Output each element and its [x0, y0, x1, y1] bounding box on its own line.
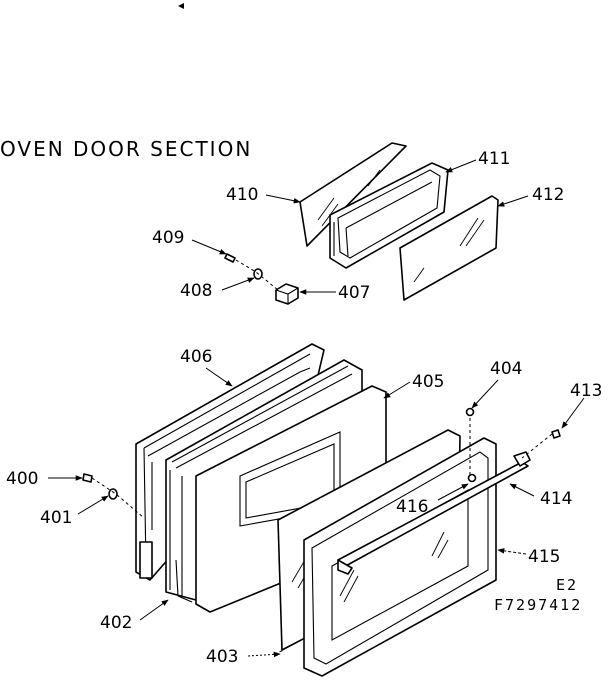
leader-401 — [77, 495, 109, 515]
label-408: 408 — [180, 281, 212, 301]
page-code: E2 — [556, 576, 578, 594]
leader-414 — [509, 483, 535, 497]
label-415: 415 — [528, 547, 560, 567]
leader-409 — [191, 239, 227, 255]
assembly-line-413 — [521, 433, 553, 459]
leader-408 — [221, 277, 255, 291]
section-title: OVEN DOOR SECTION — [0, 137, 252, 161]
leader-404 — [471, 379, 499, 409]
part-414-handle — [337, 451, 531, 575]
leader-415 — [497, 548, 527, 555]
label-411: 411 — [478, 149, 510, 169]
stray-mark — [178, 3, 184, 9]
leader-412 — [497, 195, 529, 207]
label-407: 407 — [338, 283, 370, 303]
label-404: 404 — [490, 359, 522, 379]
drawing-number: F7297412 — [494, 596, 582, 614]
label-406: 406 — [180, 347, 212, 367]
leader-416 — [437, 483, 469, 501]
leader-406 — [205, 367, 233, 387]
leader-403 — [247, 651, 281, 658]
label-409: 409 — [152, 228, 184, 248]
label-414: 414 — [540, 489, 572, 509]
part-410-glass-panel — [299, 142, 407, 247]
label-402: 402 — [100, 613, 132, 633]
part-411-glass-frame — [329, 162, 449, 269]
assembly-line-upper — [235, 259, 279, 291]
label-413: 413 — [570, 381, 602, 401]
label-410: 410 — [226, 185, 258, 205]
label-400: 400 — [6, 469, 38, 489]
leader-405 — [383, 381, 411, 399]
part-415-outer-frame — [303, 437, 497, 677]
label-401: 401 — [40, 508, 72, 528]
label-412: 412 — [532, 185, 564, 205]
label-403: 403 — [206, 647, 238, 667]
leader-413 — [561, 397, 585, 429]
label-405: 405 — [412, 372, 444, 392]
part-401-washer — [108, 488, 118, 500]
leader-410 — [265, 194, 301, 204]
label-416: 416 — [396, 497, 428, 517]
part-413-screw — [551, 429, 561, 439]
leader-411 — [445, 159, 477, 173]
part-400-screw — [82, 473, 93, 483]
part-407-bracket — [275, 283, 299, 305]
part-404-screw — [465, 407, 475, 417]
part-416-screw — [467, 473, 477, 483]
part-409-screw — [224, 253, 236, 263]
part-412-glass-panel — [399, 195, 499, 301]
leader-402 — [139, 599, 169, 621]
